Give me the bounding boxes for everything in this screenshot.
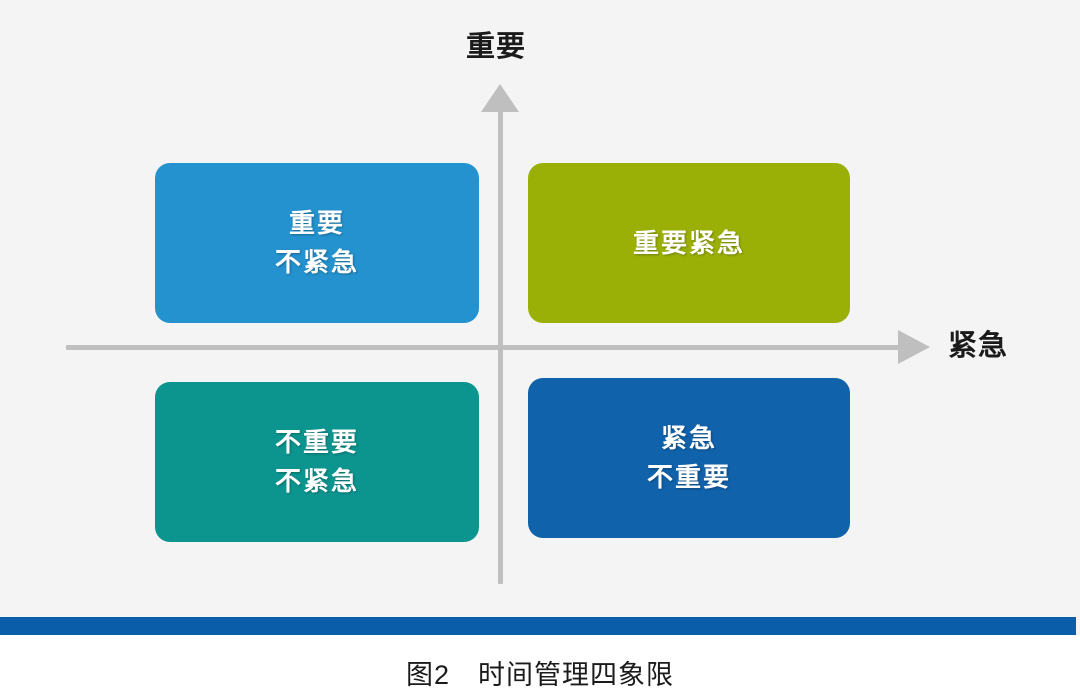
- quadrant-label-line-1: 重要: [288, 208, 345, 238]
- horizontal-axis-line: [66, 345, 902, 350]
- vertical-axis-label: 重要: [466, 31, 527, 63]
- quadrant-important-not-urgent[interactable]: 重要 不紧急: [155, 163, 487, 323]
- quadrant-label-line-1: 不重要: [274, 427, 359, 457]
- figure-caption: 图2 时间管理四象限: [405, 660, 675, 690]
- quadrant-label-line-2: 不紧急: [274, 247, 359, 277]
- horizontal-axis-label: 紧急: [948, 330, 1009, 362]
- quadrant-not-important-not-urgent[interactable]: 不重要 不紧急: [155, 382, 487, 542]
- quadrant-label-line-2: 不紧急: [274, 466, 359, 496]
- quadrant-urgent-not-important[interactable]: 紧急 不重要: [528, 378, 858, 538]
- arrow-right-icon: [898, 330, 930, 364]
- arrow-up-icon: [481, 84, 519, 112]
- quadrant-label-line-1: 紧急: [660, 423, 717, 453]
- quadrant-label-line-2: 不重要: [646, 462, 731, 492]
- quadrant-label-line-1: 重要紧急: [632, 227, 745, 258]
- bottom-divider-rule: [0, 617, 1076, 635]
- vertical-axis-line: [498, 104, 503, 584]
- caption-area: 图2 时间管理四象限: [0, 635, 1080, 699]
- diagram-canvas: 重要 紧急 重要 不紧急 重要紧急 不重要 不紧急 紧急 不重要: [66, 31, 1009, 584]
- quadrant-important-urgent[interactable]: 重要紧急: [528, 163, 858, 323]
